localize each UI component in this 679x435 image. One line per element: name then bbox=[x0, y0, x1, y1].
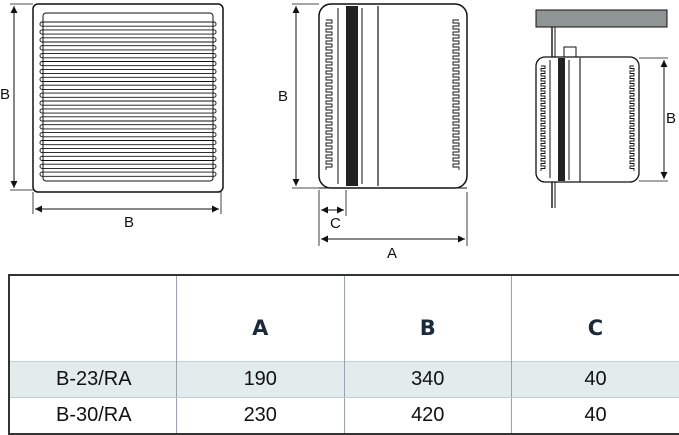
spec-table: A B C B-23/RA 190 340 40 B-30/RA 230 420… bbox=[8, 274, 679, 435]
louver-slat bbox=[39, 124, 217, 130]
front-width-label: B bbox=[124, 214, 134, 231]
louver-slat bbox=[39, 163, 217, 169]
louver-slat bbox=[39, 53, 217, 59]
mount-height-label: B bbox=[666, 110, 676, 127]
louver-slat bbox=[39, 140, 217, 146]
mounted-view bbox=[535, 9, 668, 208]
louver-slat bbox=[39, 92, 217, 98]
table-header-row: A B C bbox=[8, 274, 679, 361]
grille-louvers bbox=[39, 21, 217, 177]
fin-pattern bbox=[540, 65, 546, 171]
louver-slat bbox=[39, 68, 217, 75]
mount-right-cooling-fins bbox=[629, 65, 635, 171]
cell-c: 40 bbox=[511, 397, 679, 435]
header-c: C bbox=[511, 274, 679, 361]
cell-c: 40 bbox=[511, 360, 679, 398]
louver-slat bbox=[39, 132, 217, 138]
louver-slat bbox=[39, 37, 217, 43]
side-depth-dimension: C A bbox=[318, 190, 468, 262]
side-right-cooling-fins bbox=[452, 19, 460, 170]
front-width-dimension: B bbox=[32, 192, 222, 231]
cell-b: 420 bbox=[343, 397, 512, 435]
front-height-dimension: B bbox=[0, 3, 33, 191]
louver-slat bbox=[39, 21, 217, 27]
front-height-label: B bbox=[0, 86, 10, 103]
technical-drawing: B B B C A bbox=[0, 3, 676, 262]
louver-slat bbox=[39, 171, 217, 177]
cell-model: B-30/RA bbox=[8, 397, 177, 435]
table-row: B-30/RA 230 420 40 bbox=[8, 397, 679, 435]
side-left-cooling-fins bbox=[325, 19, 333, 170]
fin-pattern bbox=[452, 19, 460, 170]
cell-a: 190 bbox=[176, 360, 344, 398]
side-view-body bbox=[318, 3, 468, 189]
cell-a: 230 bbox=[176, 397, 344, 435]
louver-slat bbox=[39, 45, 217, 51]
fin-pattern bbox=[629, 65, 635, 171]
header-model bbox=[8, 274, 177, 361]
side-height-label: B bbox=[278, 88, 288, 105]
louver-slat bbox=[39, 116, 217, 122]
louver-slat bbox=[39, 155, 217, 161]
fin-pattern bbox=[325, 19, 333, 170]
louver-slat bbox=[39, 84, 217, 90]
louver-slat bbox=[39, 61, 217, 67]
side-height-dimension: B bbox=[278, 3, 319, 189]
louver-slat bbox=[39, 29, 217, 35]
louver-slat bbox=[39, 76, 217, 82]
header-b: B bbox=[343, 274, 512, 361]
side-depth-label: C bbox=[330, 215, 341, 232]
mount-left-cooling-fins bbox=[540, 65, 546, 171]
table-row: B-23/RA 190 340 40 bbox=[8, 360, 679, 398]
cell-model: B-23/RA bbox=[8, 360, 177, 398]
header-a: A bbox=[176, 274, 344, 361]
mount-height-dimension: B bbox=[639, 57, 676, 182]
front-view-grille bbox=[32, 3, 224, 193]
cell-b: 340 bbox=[343, 360, 512, 398]
louver-slat bbox=[39, 100, 217, 106]
louver-slat bbox=[39, 147, 217, 154]
side-length-label: A bbox=[387, 245, 397, 262]
louver-slat bbox=[39, 108, 217, 114]
